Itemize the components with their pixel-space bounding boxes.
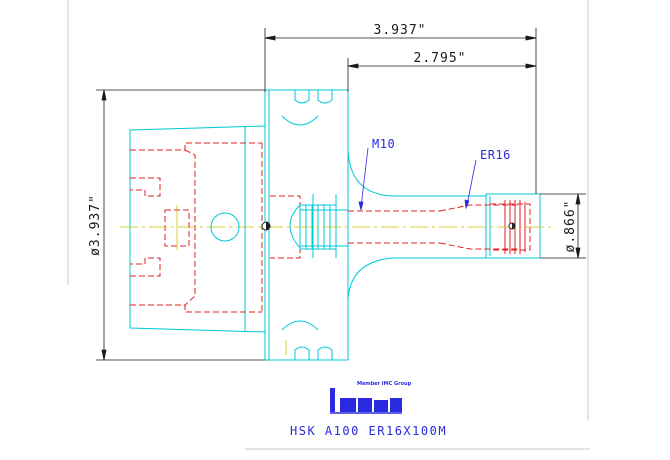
sheet-border	[67, 0, 590, 450]
collet-callout: ER16	[480, 148, 511, 162]
flange-diameter-dim: ø3.937"	[88, 194, 103, 256]
pocket-circle	[210, 212, 240, 242]
tool-body-outline	[129, 89, 541, 361]
iscar-logo: Member IMC Group	[330, 381, 412, 414]
gauge-length-dim: 2.795"	[414, 51, 467, 66]
nose-diameter-dim: ø.866"	[563, 200, 578, 253]
part-title: HSK A100 ER16X100M	[290, 424, 447, 438]
overall-length-dim: 3.937"	[374, 23, 427, 38]
dimension-lines	[96, 28, 586, 361]
thread-callout: M10	[372, 137, 395, 151]
callout-leaders	[358, 147, 477, 211]
logo-tagline: Member IMC Group	[357, 381, 412, 387]
